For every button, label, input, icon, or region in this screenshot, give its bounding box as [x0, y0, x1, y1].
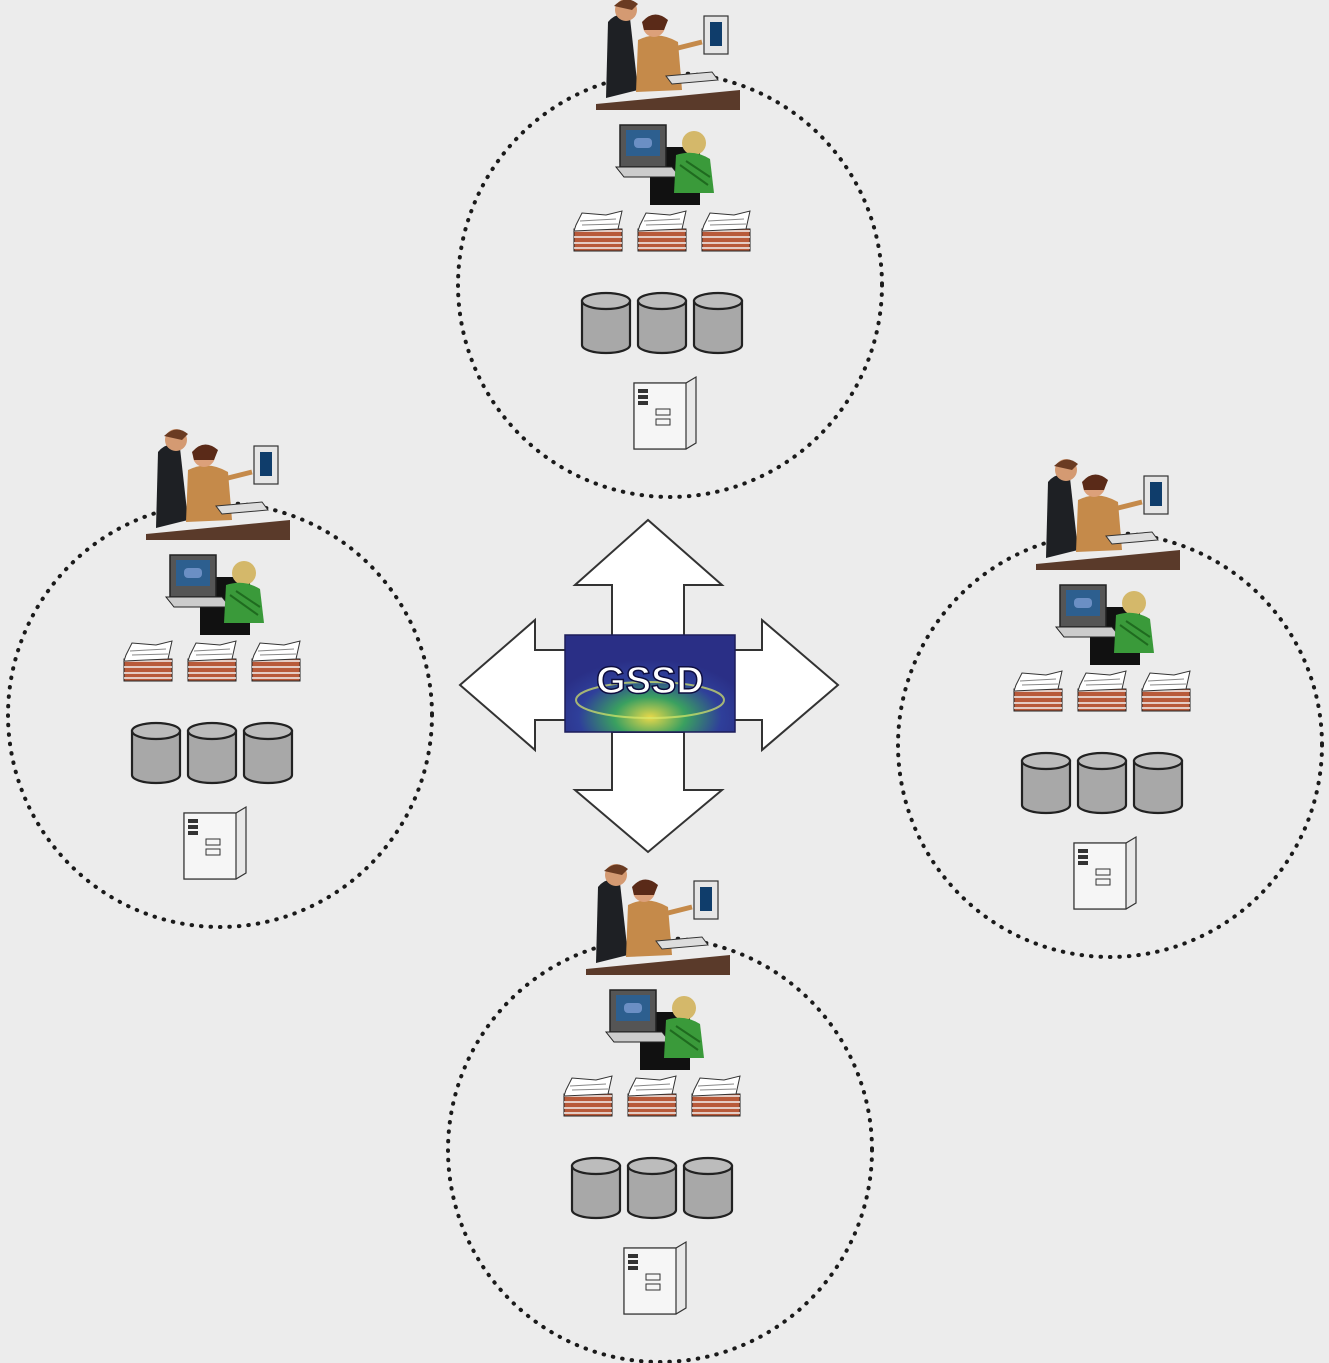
- cluster-resources: [564, 990, 740, 1314]
- four-way-arrow: [458, 518, 840, 854]
- hub-background: [564, 634, 736, 733]
- cluster-resources: [574, 125, 750, 449]
- office-people-icon: [586, 864, 730, 975]
- cluster-resources: [1014, 585, 1190, 909]
- gssd-hub-logo: GSSD: [564, 634, 736, 733]
- arrow-up: [572, 518, 725, 641]
- cluster-resources: [124, 555, 300, 879]
- arrow-left: [458, 617, 576, 753]
- cluster-bottom: [446, 864, 874, 1363]
- cluster-right: [896, 459, 1324, 959]
- hub-ring: [575, 681, 725, 719]
- office-people-icon: [596, 0, 740, 110]
- office-people-icon: [1036, 459, 1180, 570]
- cluster-left: [6, 429, 434, 929]
- hub-label: GSSD: [596, 660, 704, 702]
- office-people-icon: [146, 429, 290, 540]
- cluster-top: [456, 0, 884, 499]
- arrow-down: [572, 731, 725, 854]
- arrow-right: [724, 617, 840, 753]
